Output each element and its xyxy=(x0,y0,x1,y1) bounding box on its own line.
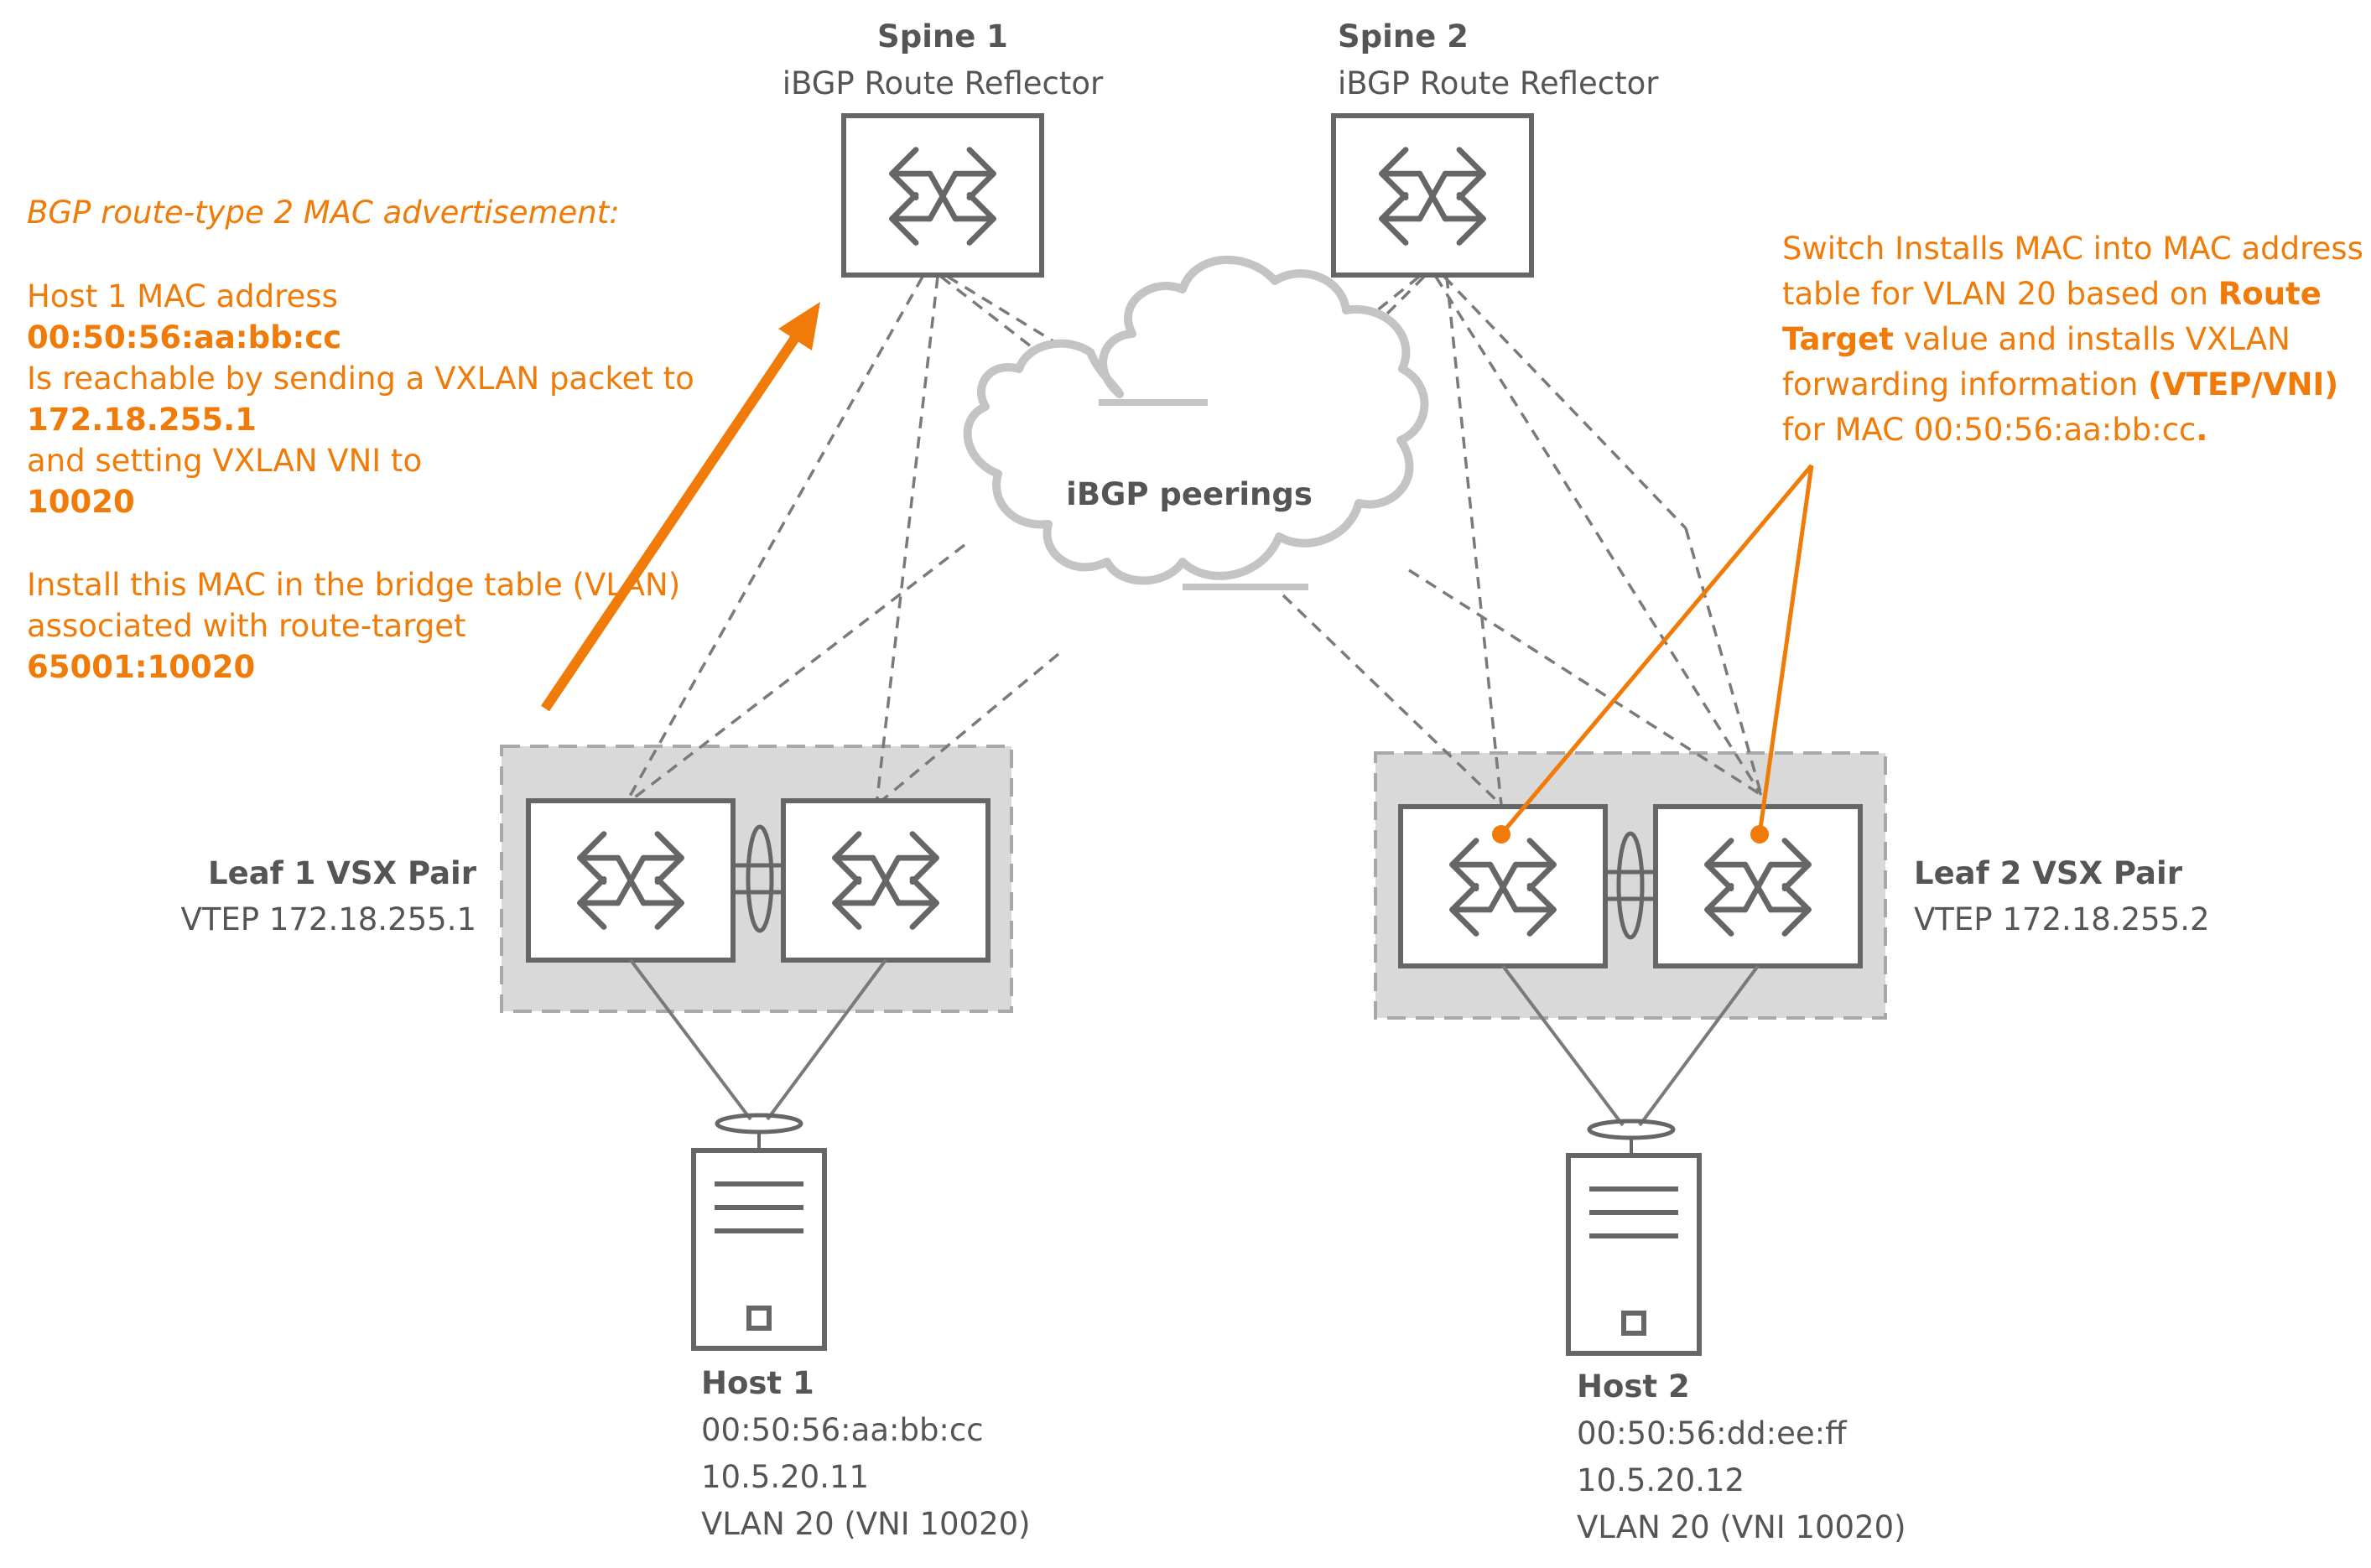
host1-name: Host 1 xyxy=(701,1365,814,1401)
cloud-label: iBGP peerings xyxy=(1066,476,1313,512)
leaf2-vtep: VTEP 172.18.255.2 xyxy=(1914,901,2210,937)
advertisement-title: BGP route-type 2 MAC advertisement: xyxy=(27,195,620,231)
spine2-role: iBGP Route Reflector xyxy=(1338,65,1659,101)
advertisement-line4: Install this MAC in the bridge table (VL… xyxy=(27,567,681,603)
cloud-icon xyxy=(963,255,1429,590)
advertisement-route-target: 65001:10020 xyxy=(27,649,256,685)
install-note-line2: table for VLAN 20 based on Route xyxy=(1782,276,2322,312)
advertisement-vni: 10020 xyxy=(27,484,135,520)
host2-mac: 00:50:56:dd:ee:ff xyxy=(1577,1415,1847,1451)
host1-mac: 00:50:56:aa:bb:cc xyxy=(701,1412,984,1448)
install-note-line1: Switch Installs MAC into MAC address xyxy=(1782,231,2363,267)
advertisement-vtep-ip: 172.18.255.1 xyxy=(27,402,257,438)
leaf2-name: Leaf 2 VSX Pair xyxy=(1914,855,2182,891)
leaf1-vtep: VTEP 172.18.255.1 xyxy=(180,901,476,937)
lag-ring-icon xyxy=(1587,1119,1676,1140)
lag-ring-icon xyxy=(746,824,774,933)
install-note-line5: for MAC 00:50:56:aa:bb:cc. xyxy=(1782,412,2208,448)
spine1-role: iBGP Route Reflector xyxy=(782,65,1104,101)
spine1-name: Spine 1 xyxy=(877,18,1008,55)
host2-ip: 10.5.20.12 xyxy=(1577,1462,1745,1498)
install-note-line3: Target value and installs VXLAN xyxy=(1782,321,2290,357)
advertisement-mac: 00:50:56:aa:bb:cc xyxy=(27,319,342,356)
lag-ring-icon xyxy=(1616,831,1645,940)
advertisement-line1: Host 1 MAC address xyxy=(27,278,338,314)
advertisement-line5: associated with route-target xyxy=(27,608,466,644)
host2-vlan: VLAN 20 (VNI 10020) xyxy=(1577,1509,1906,1545)
advertisement-arrow xyxy=(541,302,820,712)
host1-ip: 10.5.20.11 xyxy=(701,1459,870,1495)
lag-ring-icon xyxy=(715,1113,803,1134)
host1-vlan: VLAN 20 (VNI 10020) xyxy=(701,1506,1031,1542)
install-note-line4: forwarding information (VTEP/VNI) xyxy=(1782,366,2339,402)
server-icon xyxy=(691,1148,827,1351)
install-pointer xyxy=(1500,464,1814,836)
server-icon xyxy=(1566,1153,1702,1356)
spine2-name: Spine 2 xyxy=(1338,18,1469,55)
leaf1-name: Leaf 1 VSX Pair xyxy=(208,855,476,891)
host2-name: Host 2 xyxy=(1577,1368,1690,1404)
advertisement-line2: Is reachable by sending a VXLAN packet t… xyxy=(27,361,694,397)
advertisement-line3: and setting VXLAN VNI to xyxy=(27,443,423,479)
